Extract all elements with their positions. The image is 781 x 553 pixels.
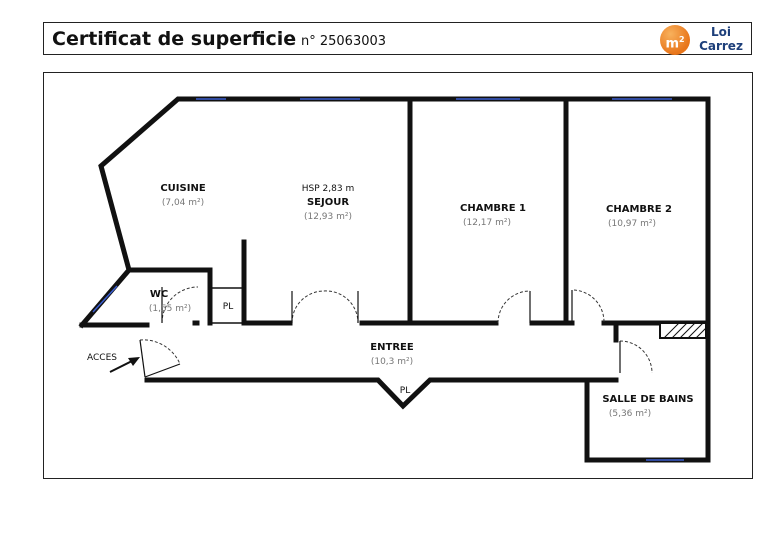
area-entree: (10,3 m²) [371,357,413,367]
walls [78,96,711,463]
law-line-2: Carrez [699,39,743,53]
door-sdb [619,340,653,374]
label-chambre1: CHAMBRE 1 [460,203,526,214]
access-arrow [109,357,140,373]
windows [92,98,684,461]
certificate-header: Certificat de superficie n° 25063003 m2 … [43,22,752,55]
wall-entree-bottom [144,377,619,410]
door-leaf-entry-b [144,363,181,378]
label-chambre2: CHAMBRE 2 [606,204,672,215]
door-sejour [291,290,359,324]
label-sejour: SEJOUR [307,197,349,208]
area-chambre2: (10,97 m²) [608,219,656,229]
area-wc: (1,55 m²) [149,304,191,314]
door-entry [139,339,181,365]
window-wc [92,285,118,313]
wall-wc [126,267,213,326]
hsp-sejour: HSP 2,83 m [302,184,354,194]
hatched-duct [659,322,707,339]
label-entree: ENTREE [370,342,414,353]
label-acces: ACCES [87,353,117,363]
label-salle-de-bains: SALLE DE BAINS [602,394,693,405]
doors [139,286,653,374]
wall-bathroom [584,319,711,463]
law-line-1: Loi [710,25,731,39]
area-salle-de-bains: (5,36 m²) [609,409,651,419]
badge-sup: 2 [678,35,685,44]
area-chambre1: (12,17 m²) [463,218,511,228]
area-cuisine: (7,04 m²) [162,198,204,208]
door-wc [161,286,199,324]
law-label: Loi Carrez [696,25,746,53]
badge-text: m [665,36,679,52]
wall-left-kitchen [78,96,198,329]
label-pl-2: PL [400,386,410,396]
label-cuisine: CUISINE [160,183,205,194]
label-pl-1: PL [223,302,233,312]
door-chambre1 [497,290,531,324]
door-leaf-entry-a [139,339,146,378]
door-chambre2 [573,289,605,323]
certificate-title: Certificat de superficie [52,28,297,50]
certificate-number: n° 25063003 [301,34,387,49]
area-sejour: (12,93 m²) [304,212,352,222]
floor-plan-frame [43,72,753,479]
pl-closet [209,287,245,324]
m2-icon: m2 [660,25,690,55]
label-wc: WC [150,289,168,300]
